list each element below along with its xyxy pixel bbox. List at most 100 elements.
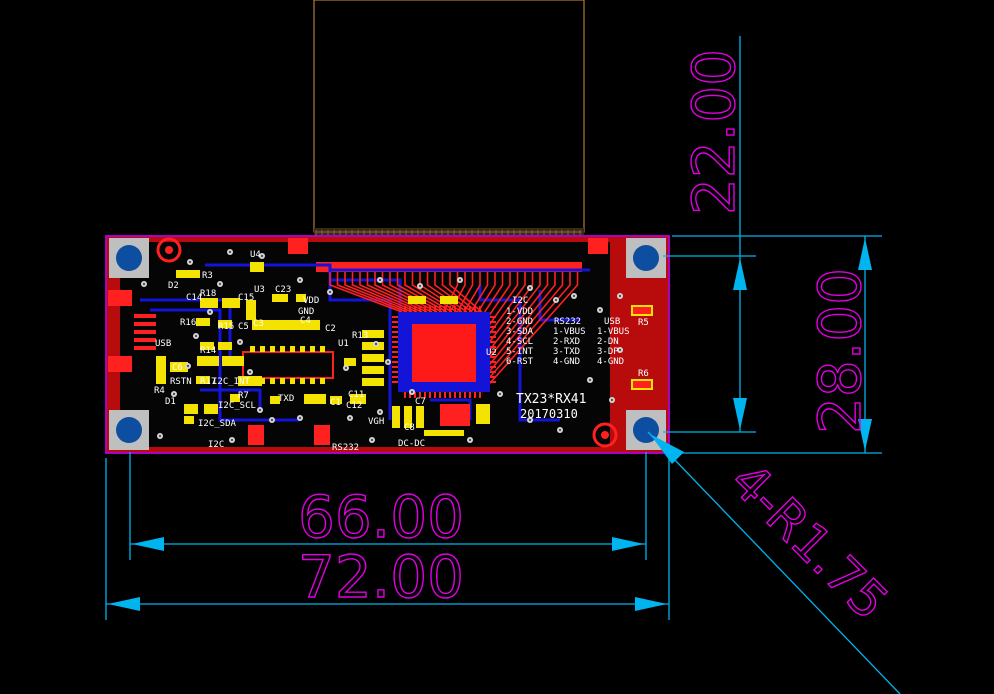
fanout-trace xyxy=(434,272,473,313)
via-hole xyxy=(528,286,532,290)
u2-pin xyxy=(479,392,481,398)
u2-pin xyxy=(464,306,466,312)
fanout-trace xyxy=(481,272,579,393)
ic-u2-pins xyxy=(392,306,496,398)
pad xyxy=(196,318,210,326)
label-rs232-pin-4: 4-GND xyxy=(553,357,580,367)
ref-c1: C1 xyxy=(330,398,341,408)
u1-pin xyxy=(310,346,315,352)
u2-pin xyxy=(439,306,441,312)
u2-pin xyxy=(454,306,456,312)
via-hole xyxy=(258,408,262,412)
pad xyxy=(250,262,264,272)
pad xyxy=(408,296,426,304)
pad xyxy=(392,406,400,428)
u2-pin xyxy=(490,376,496,378)
passive-pads xyxy=(156,262,490,436)
pad xyxy=(296,294,306,302)
pad xyxy=(416,406,424,428)
via-hole xyxy=(418,284,422,288)
fpc-pad-row xyxy=(316,262,582,272)
u2-pin xyxy=(490,331,496,333)
fanout-trace xyxy=(476,272,571,393)
board-edge xyxy=(105,235,670,454)
mount-hole-tl xyxy=(116,245,142,271)
via-hole xyxy=(238,340,242,344)
pad xyxy=(344,358,356,366)
via-hole xyxy=(348,416,352,420)
u2-pin xyxy=(392,321,398,323)
u1-pin xyxy=(320,346,325,352)
label-rs232-pin-3: 3-TXD xyxy=(553,347,580,357)
pad xyxy=(200,342,214,350)
u2-pin xyxy=(409,392,411,398)
dimension-arrows xyxy=(108,238,872,611)
u2-pin xyxy=(490,381,496,383)
via-hole xyxy=(158,434,162,438)
label-i2c-pin-2: 2-GND xyxy=(506,317,533,327)
u2-pin xyxy=(392,371,398,373)
label-rs232: RS232 xyxy=(332,443,359,453)
via-hole xyxy=(270,418,274,422)
pad xyxy=(170,362,188,372)
via-hole xyxy=(328,290,332,294)
u2-pin xyxy=(392,381,398,383)
label-vdd: VDD xyxy=(303,296,319,306)
pad xyxy=(330,396,342,404)
ref-d1: D1 xyxy=(165,397,176,407)
via-hole xyxy=(172,392,176,396)
label-usb-pin-0: USB xyxy=(604,317,620,327)
ref-c5: C5 xyxy=(238,322,249,332)
pad xyxy=(362,354,384,362)
label-rs232-pin-2: 2-RXD xyxy=(553,337,580,347)
usb-pins xyxy=(134,314,156,350)
u2-pin xyxy=(409,306,411,312)
fanout-trace xyxy=(471,272,564,393)
label-vgh: VGH xyxy=(368,417,384,427)
label-usb-pin-1: 1-VBUS xyxy=(597,327,630,337)
pad xyxy=(218,342,232,350)
via-hole xyxy=(618,348,622,352)
ref-d2: D2 xyxy=(168,281,179,291)
via-hole xyxy=(194,334,198,338)
u2-pin xyxy=(459,392,461,398)
ref-r16: R16 xyxy=(180,318,196,328)
dcdc-inductor xyxy=(440,404,470,426)
u2-pin xyxy=(392,316,398,318)
u2-pin xyxy=(449,306,451,312)
u2-pin xyxy=(404,392,406,398)
pad xyxy=(238,376,262,386)
pad xyxy=(362,378,384,386)
u1-pin xyxy=(260,378,265,384)
pad xyxy=(184,416,194,424)
pad xyxy=(204,404,218,414)
ref-r4: R4 xyxy=(154,386,165,396)
pad xyxy=(230,394,240,402)
u2-pin xyxy=(490,366,496,368)
usb-pin xyxy=(134,346,156,350)
u2-pin xyxy=(469,392,471,398)
pad xyxy=(362,342,384,350)
label-rstn: RSTN xyxy=(170,377,192,387)
vias xyxy=(141,249,623,443)
u1-pin xyxy=(290,346,295,352)
via-hole xyxy=(386,360,390,364)
label-i2c-int: I2C_INT xyxy=(212,377,251,387)
label-dcdc: DC-DC xyxy=(398,439,425,449)
u2-pin xyxy=(490,356,496,358)
via-hole xyxy=(186,364,190,368)
label-i2c-scl: I2C_SCL xyxy=(218,401,256,411)
u2-pin xyxy=(424,392,426,398)
u1-pin xyxy=(310,378,315,384)
via-hole xyxy=(558,428,562,432)
ref-r5: R5 xyxy=(638,318,649,328)
pad xyxy=(440,296,458,304)
u2-pin xyxy=(392,326,398,328)
pad xyxy=(362,366,384,374)
u2-pin xyxy=(419,306,421,312)
u2-pin xyxy=(392,351,398,353)
pad xyxy=(272,294,288,302)
pad xyxy=(184,404,198,414)
label-i2c: I2C xyxy=(208,440,224,450)
via-hole xyxy=(528,418,532,422)
